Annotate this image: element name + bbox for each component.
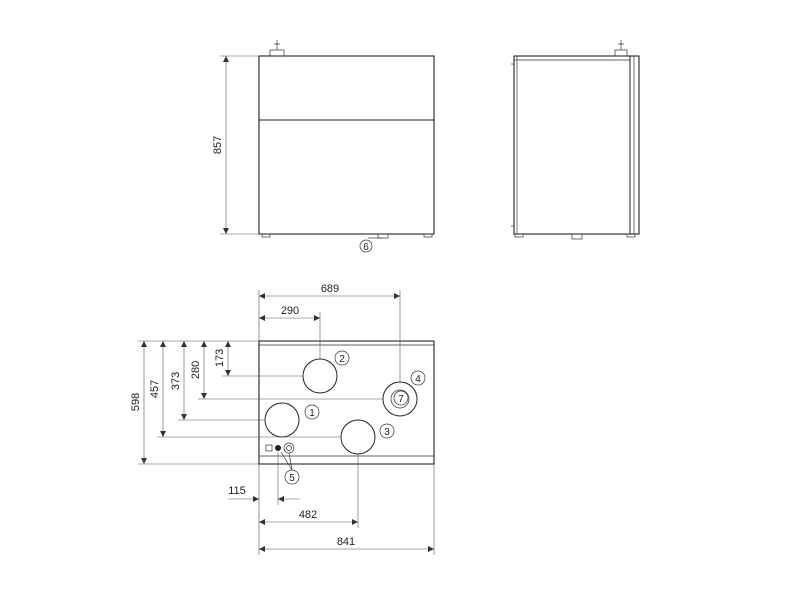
dim-label-457: 457 [149, 380, 161, 398]
dim-label-841: 841 [337, 536, 355, 548]
dim-label-290: 290 [281, 305, 299, 317]
dim-label-689: 689 [321, 283, 339, 295]
callout-label-6: 6 [363, 242, 369, 253]
port-square [265, 444, 273, 452]
callout-circle-5 [284, 469, 300, 485]
front-view: 857 6 [212, 40, 435, 253]
plan-view-cabinet [258, 340, 435, 465]
port-dot [275, 445, 281, 451]
callout-label-7: 7 [398, 394, 404, 405]
callout-circle-2 [334, 350, 350, 366]
callout-circle-7 [393, 390, 409, 406]
callout-label-1: 1 [309, 408, 315, 419]
callout-label-5: 5 [289, 473, 295, 484]
callout-circle-6 [359, 239, 373, 253]
dim-label-598: 598 [130, 393, 142, 411]
dim-label-115: 115 [228, 485, 246, 497]
dim-label-482: 482 [299, 509, 317, 521]
callout-circle-3 [379, 423, 395, 439]
port-ring-inner [286, 445, 292, 451]
callout-circle-4 [410, 370, 426, 386]
side-view [511, 40, 640, 240]
plan-view: 2 1 3 4 7 5 689 290 598 [130, 283, 435, 555]
dim-label-373: 373 [170, 372, 182, 390]
side-view-top-connector [614, 49, 628, 57]
callout-label-4: 4 [415, 374, 421, 385]
dim-label-280: 280 [190, 361, 202, 379]
front-view-cabinet [258, 55, 435, 235]
callout-label-3: 3 [384, 427, 390, 438]
dim-label-173: 173 [214, 349, 226, 367]
side-view-bottom-drain [571, 233, 583, 240]
side-view-cabinet [513, 55, 640, 235]
dim-label-857: 857 [212, 136, 224, 154]
callout-label-2: 2 [339, 354, 345, 365]
front-view-bottom-drain [377, 233, 389, 239]
duct-opening-7 [390, 389, 410, 409]
callout-circle-1 [304, 404, 320, 420]
front-view-top-connector [269, 49, 285, 57]
